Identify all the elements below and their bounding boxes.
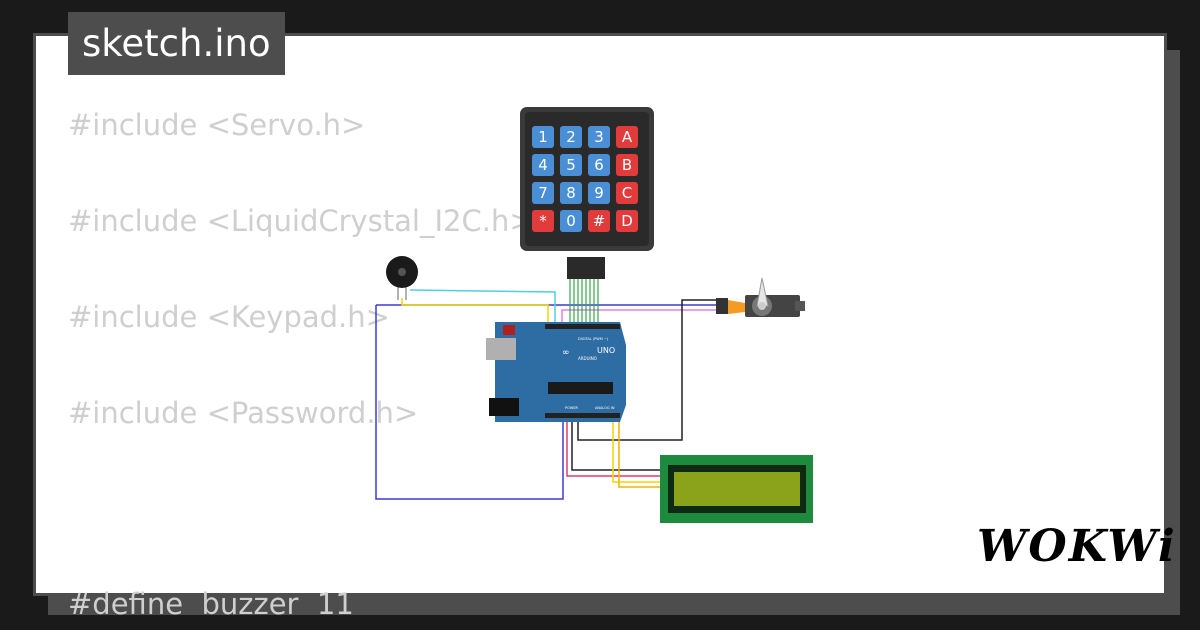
keypad-key (588, 154, 610, 176)
arduino-model: UNO (597, 346, 615, 355)
keypad-key-label: 0 (566, 212, 576, 230)
keypad-key (532, 126, 554, 148)
keypad-key-label: B (622, 156, 632, 174)
keypad-key-label: # (593, 212, 606, 230)
wire-red-lcd (566, 418, 664, 477)
keypad-wires (569, 278, 599, 323)
keypad-key-label: 4 (538, 156, 548, 174)
wire-orange-lcd (618, 418, 664, 488)
power-label: POWER (565, 406, 579, 410)
code-line-3: #include <Keypad.h> (68, 300, 390, 334)
arduino-board (495, 322, 626, 422)
wire-black (577, 299, 720, 441)
keypad-key (560, 154, 582, 176)
servo-horn (756, 277, 769, 307)
keypad-key-label: 7 (538, 184, 548, 202)
atmega-chip (548, 382, 613, 394)
keypad-key-label: * (539, 212, 547, 230)
keypad-key-label: 3 (594, 128, 604, 146)
code-line-4: #include <Password.h> (68, 396, 419, 430)
code-line-5: #define buzzer 11 (68, 587, 354, 621)
keypad-key-label: A (622, 128, 633, 146)
keypad-key (588, 210, 610, 232)
wokwi-logo: WOKWi (977, 521, 1175, 577)
lcd-display (660, 455, 813, 523)
buzzer (386, 256, 418, 300)
wire-pink (561, 309, 720, 323)
reset-button (503, 325, 515, 335)
wire-black-lcd (571, 418, 664, 471)
keypad-key (616, 182, 638, 204)
keypad-key (532, 182, 554, 204)
keypad-connector (567, 257, 605, 279)
power-jack (489, 398, 519, 416)
keypad-key-label: 2 (566, 128, 576, 146)
servo-connector (716, 298, 728, 314)
wire-blue (375, 305, 564, 500)
keypad-key (532, 210, 554, 232)
code-line-2: #include <LiquidCrystal_I2C.h> (68, 204, 534, 238)
keypad-key-label: 9 (594, 184, 604, 202)
keypad-key (588, 182, 610, 204)
keypad-key-label: 8 (566, 184, 576, 202)
keypad-key (560, 126, 582, 148)
keypad-key-label: 6 (594, 156, 604, 174)
usb-port (486, 338, 516, 360)
lcd-screen (674, 472, 800, 506)
arduino-infinity-logo: ∞ (562, 348, 570, 358)
keypad-key-label: D (621, 212, 633, 230)
keypad-key (532, 154, 554, 176)
analog-label: ANALOG IN (595, 406, 615, 410)
code-line-1: #include <Servo.h> (68, 108, 366, 142)
keypad-key (616, 210, 638, 232)
servo (716, 277, 805, 317)
keypad-key (560, 182, 582, 204)
wire-yellow (401, 298, 549, 323)
keypad-key (588, 126, 610, 148)
arduino-brand: ARDUINO (578, 356, 597, 361)
keypad-key-label: 1 (538, 128, 548, 146)
wire-cyan (409, 289, 556, 323)
keypad-key-label: C (622, 184, 632, 202)
keypad-key-label: 5 (566, 156, 576, 174)
keypad-key (616, 154, 638, 176)
logo-text: WOKWi (977, 521, 1177, 572)
keypad-key (560, 210, 582, 232)
file-title-tab: sketch.ino (68, 12, 285, 75)
keypad-key (616, 126, 638, 148)
digital-label: DIGITAL (PWM ~) (578, 337, 609, 341)
wires (375, 289, 720, 500)
wire-yellow-lcd (612, 418, 664, 483)
arduino-uno: ∞ ARDUINO UNO DIGITAL (PWM ~) ANALOG IN … (486, 322, 626, 422)
